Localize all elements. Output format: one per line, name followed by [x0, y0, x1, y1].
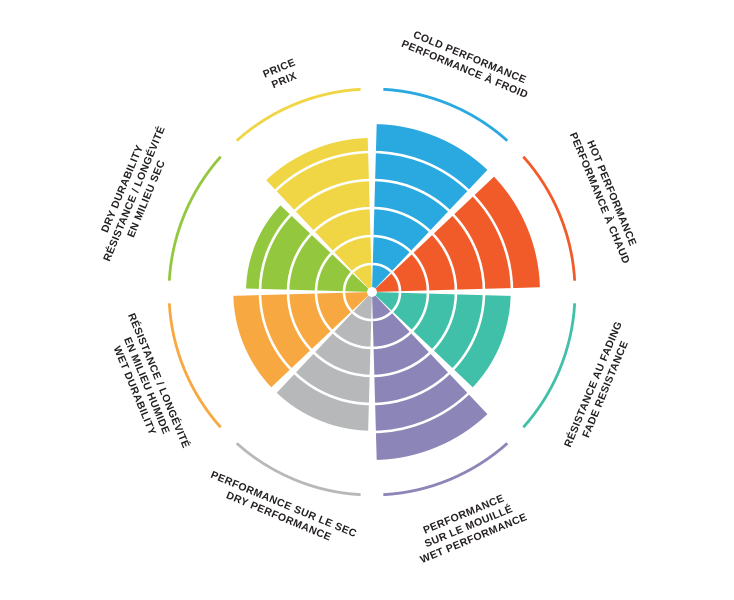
- outer-arc-dry-performance: [235, 442, 361, 497]
- wheel-segment-wet-performance: [372, 292, 488, 460]
- center-dot: [367, 287, 377, 297]
- level-ring: [286, 206, 458, 378]
- wheel-segment-cold-performance: [372, 124, 488, 293]
- level-ring: [230, 150, 514, 434]
- level-ring: [342, 262, 402, 322]
- wheel-segment-hot-performance: [372, 176, 540, 292]
- outer-arc-cold-performance: [383, 87, 509, 142]
- outer-arc-wet-durability: [167, 303, 222, 429]
- level-ring: [258, 178, 486, 406]
- outer-arc-hot-performance: [522, 155, 577, 281]
- outer-arc-fade-resistance: [522, 303, 577, 429]
- outer-arc-wet-performance: [383, 442, 509, 497]
- level-ring: [314, 234, 430, 350]
- wheel-segment-dry-durability: [246, 205, 372, 292]
- outer-arc-price: [235, 87, 361, 142]
- outer-arc-dry-durability: [167, 155, 222, 281]
